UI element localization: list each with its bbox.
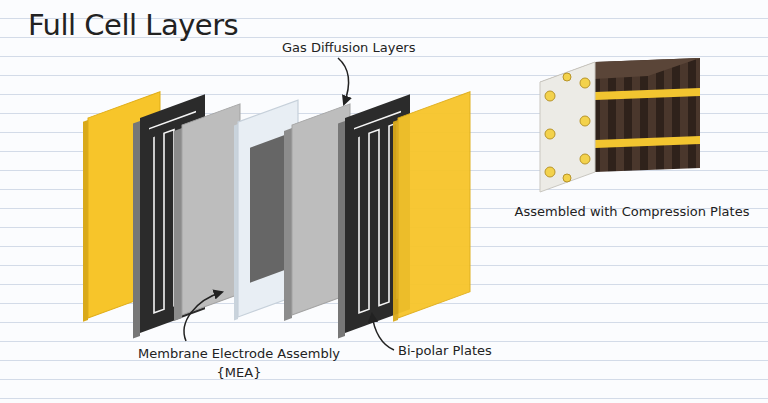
leader-arrow [338, 58, 349, 104]
leader-arrow [184, 292, 222, 341]
leader-arrow [372, 314, 394, 350]
part-label: Assembled with Compression Plates [514, 202, 750, 221]
membrane [234, 100, 298, 320]
compression-strap [595, 88, 700, 100]
compression-plate [540, 62, 595, 192]
assembled-stack [540, 58, 700, 192]
bolt [545, 73, 590, 182]
end-plate [393, 92, 470, 322]
gas-diffusion-layer [174, 104, 240, 321]
part-label: Membrane Electrode Assembly {MEA} [130, 344, 348, 382]
title: Full Cell Layers [28, 8, 238, 42]
compression-strap [595, 136, 700, 148]
part-label: Bi-polar Plates [398, 341, 538, 360]
electrode [250, 134, 288, 283]
part-label: Gas Diffusion Layers [282, 38, 452, 57]
